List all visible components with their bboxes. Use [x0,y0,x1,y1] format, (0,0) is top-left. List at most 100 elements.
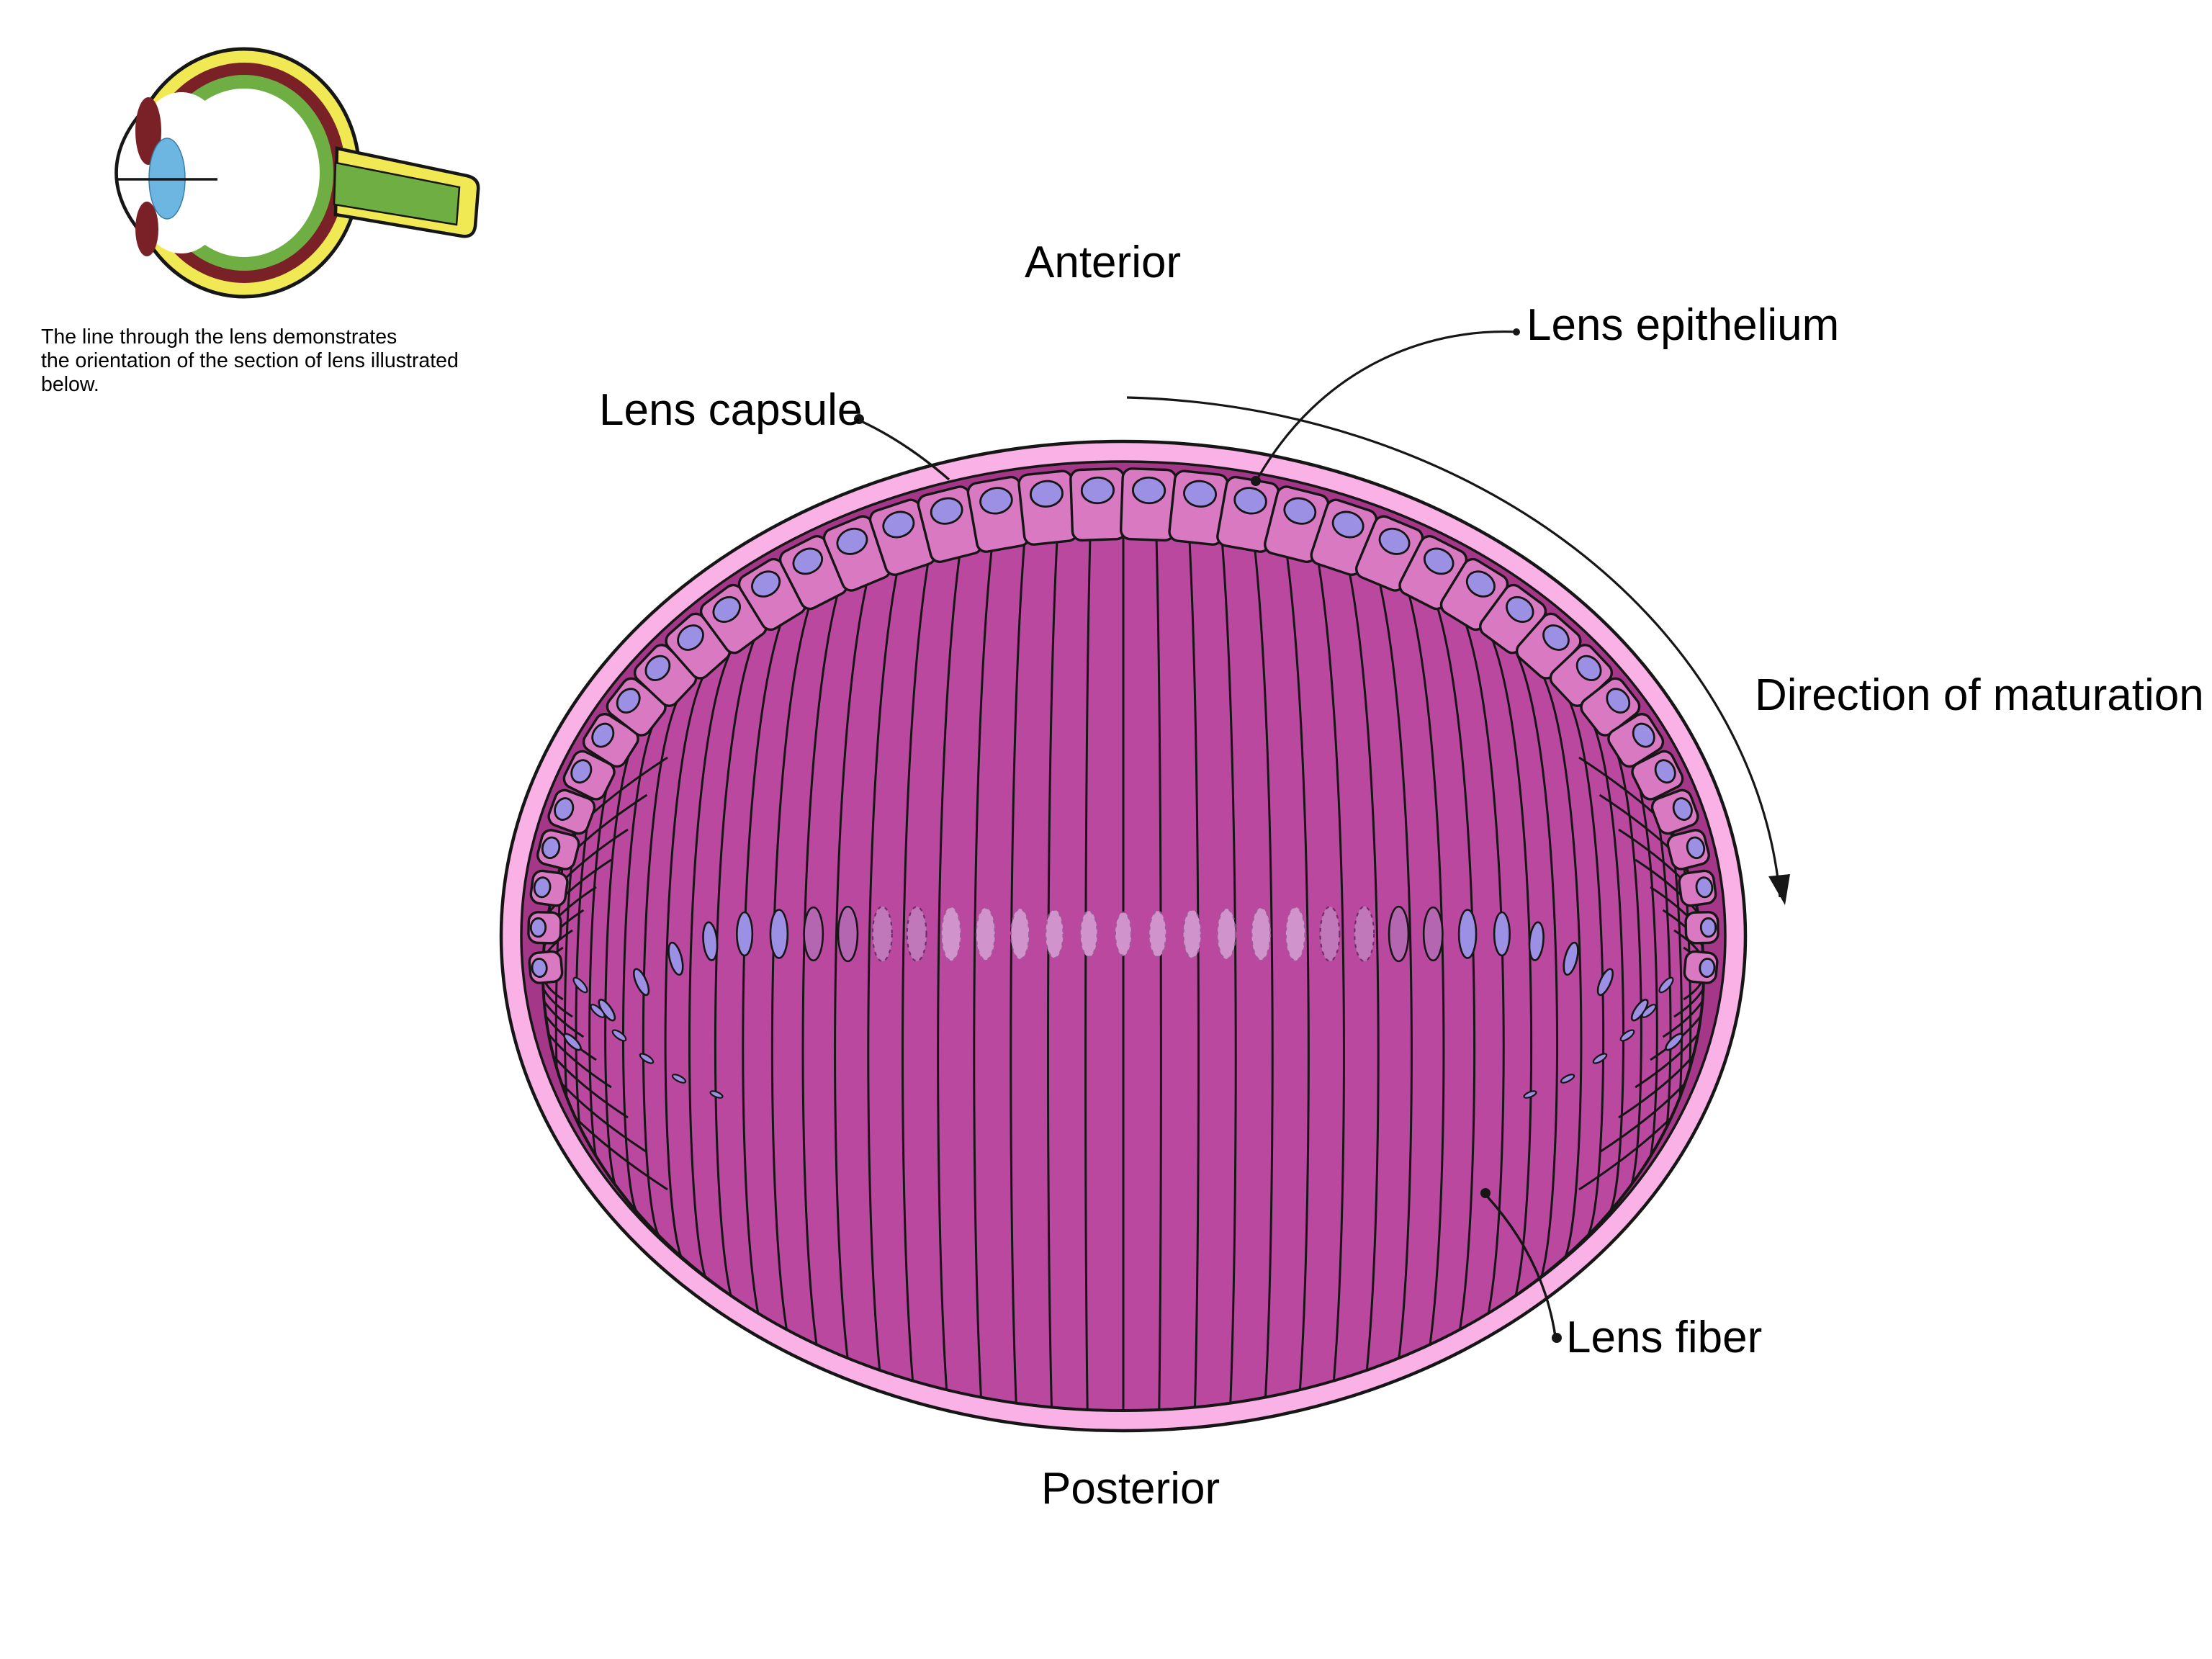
cell-nucleus [1183,480,1218,508]
eye-orientation-inset [114,47,480,299]
cell-nucleus [554,797,575,821]
fiber-line [1317,562,1345,1381]
leader-dot [1552,1333,1562,1343]
fiber-line [902,562,930,1381]
cell-nucleus [1575,655,1602,681]
fiber-nucleus [667,941,684,976]
fiber-nucleus [1079,910,1098,958]
epithelial-cell [1666,829,1710,871]
fiber-nucleus [1422,906,1444,962]
bow-arc [544,858,612,1089]
leader-dot [1480,1188,1491,1198]
fiber-nucleus [803,906,824,962]
cell-nucleus [644,655,671,681]
cell-nucleus [882,511,915,539]
inset-iris-lower [135,202,158,256]
fiber-nucleus [871,905,893,963]
fiber-line [1582,706,1624,1215]
epithelial-cell [1678,869,1717,907]
cell-nucleus [1131,476,1166,505]
fiber-nucleus [1115,912,1132,956]
cell-nucleus [591,722,615,748]
lens-epithelium-cells [527,467,1719,984]
fiber-line [742,619,783,1313]
lens-capsule-label: Lens capsule [599,385,863,435]
inset-caption-line3: below. [41,373,99,396]
fiber-nucleus [632,968,650,997]
fiber-line [1220,542,1237,1403]
fiber-line [1436,605,1476,1330]
inset-optic-nerve [333,161,461,226]
fiber-line [867,570,899,1371]
epithelial-cell [536,829,580,871]
fiber-line [622,706,665,1215]
fiber-nucleus [1285,906,1306,962]
fiber-nucleus [1182,909,1202,959]
epithelial-cell [966,475,1030,553]
fiber-nucleus [639,1053,655,1064]
cell-nucleus [1465,570,1496,598]
cell-nucleus [712,595,741,624]
epithelial-cell [1017,469,1079,546]
fiber-nucleus [1319,906,1341,962]
fiber-nucleus [702,921,719,961]
cell-nucleus [570,759,593,784]
fiber-nucleus [1354,905,1375,963]
direction-of-maturation-arrow [1126,396,1781,898]
cell-nucleus [1695,876,1714,899]
epithelial-cell [1684,911,1719,945]
fiber-nucleus [837,905,859,963]
fiber-nucleus [1641,1004,1657,1018]
fiber-nucleus [1148,910,1167,958]
fiber-line [1188,539,1200,1408]
fiber-line [642,686,686,1236]
fiber-line [1285,554,1310,1390]
cell-nucleus [1233,487,1267,515]
fiber-line [834,580,868,1359]
fiber-line [1514,651,1558,1277]
fiber-line [688,651,732,1277]
leader-dot [1513,328,1520,336]
fiber-line [664,668,709,1257]
cell-nucleus [1699,958,1716,979]
cell-nucleus [1423,547,1455,575]
fiber-line [604,726,645,1192]
fiber-nucleus [1528,921,1545,961]
fiber-nucleus [1457,909,1478,959]
epithelial-cell [1119,467,1177,542]
epithelial-cell [562,750,616,801]
cell-nucleus [616,688,641,714]
inset-caption: The line through the lens demonstrates t… [41,325,459,397]
cell-nucleus [1542,624,1570,651]
arrowhead-icon [1768,874,1790,905]
fiber-line [1084,537,1092,1410]
fiber-line [937,554,961,1390]
fiber-line [714,634,757,1296]
fiber-nucleus [1010,908,1030,960]
cell-nucleus [1686,836,1706,860]
fiber-line [1047,539,1058,1408]
lens-capsule-leader [860,420,950,481]
epithelial-cell [1683,950,1719,984]
fiber-nucleus [940,906,962,962]
fiber-nucleus [1493,911,1511,957]
fiber-nucleus [590,1004,606,1018]
cell-nucleus [1283,497,1317,525]
cell-nucleus [531,958,548,979]
fiber-nucleus [572,976,588,994]
fiber-nucleus [1592,1053,1608,1064]
annotation-lines [854,328,1790,1343]
fiber-nucleus [1596,968,1614,997]
fiber-nucleus [1251,907,1272,961]
cell-nucleus [979,487,1013,515]
cell-nucleus [1699,917,1717,938]
cell-nucleus [836,527,868,555]
fiber-nucleus [769,909,789,959]
lens-epithelium-label: Lens epithelium [1527,300,1840,350]
cell-nucleus [1672,797,1693,821]
cell-nucleus [792,547,824,575]
cell-nucleus [1606,688,1631,714]
bow-arc [1635,858,1703,1089]
